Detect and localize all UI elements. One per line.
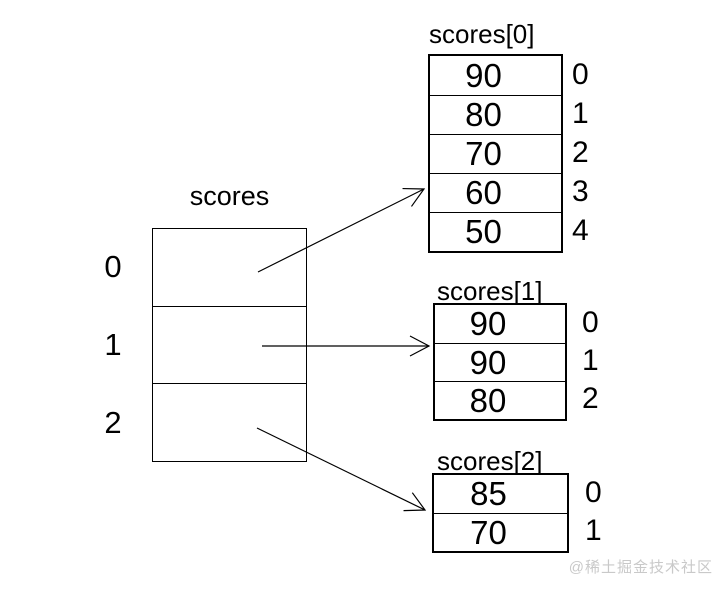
array-index-label: 1 [582, 344, 599, 377]
array-index-label: 0 [585, 476, 602, 509]
array-value-cell: 90 [469, 305, 507, 342]
pointer-cell [153, 229, 306, 306]
pointer-array-box [152, 228, 307, 462]
array-index-label: 1 [585, 514, 602, 547]
pointer-array-title: scores [189, 181, 270, 211]
array-value-cell: 60 [430, 173, 561, 212]
sub-array-2-title: scores[2] [437, 446, 543, 476]
pointer-cell [153, 305, 306, 384]
array-value-cell: 70 [434, 513, 567, 551]
array-value-cell: 85 [470, 475, 507, 512]
sub-array-1-title: scores[1] [437, 276, 543, 306]
array-value-cell: 50 [430, 212, 561, 251]
sub-array-0-index-column: 0 1 2 3 4 [572, 55, 589, 250]
array-index-label: 4 [572, 213, 589, 247]
pointer-index-label: 2 [104, 405, 122, 440]
array-index-label: 0 [572, 57, 589, 91]
array-value-cell: 70 [430, 134, 561, 173]
array-value-cell: 80 [435, 381, 565, 419]
pointer-index-label: 0 [104, 249, 122, 284]
array-value-cell: 80 [430, 95, 561, 134]
pointer-array-index-column: 0 1 2 [96, 228, 130, 462]
array-index-label: 1 [572, 96, 589, 130]
array-index-label: 0 [582, 306, 599, 339]
sub-array-1-index-column: 0 1 2 [582, 304, 599, 418]
watermark: @稀土掘金技术社区 [568, 559, 713, 576]
pointer-index-label: 1 [104, 327, 122, 362]
array-index-label: 2 [572, 135, 589, 169]
array-index-label: 2 [582, 382, 599, 415]
array-value-cell: 90 [465, 56, 502, 94]
array-index-label: 3 [572, 174, 589, 208]
pointer-cell [153, 383, 306, 461]
sub-array-0-title: scores[0] [429, 19, 535, 49]
array-value-cell: 90 [435, 343, 565, 381]
